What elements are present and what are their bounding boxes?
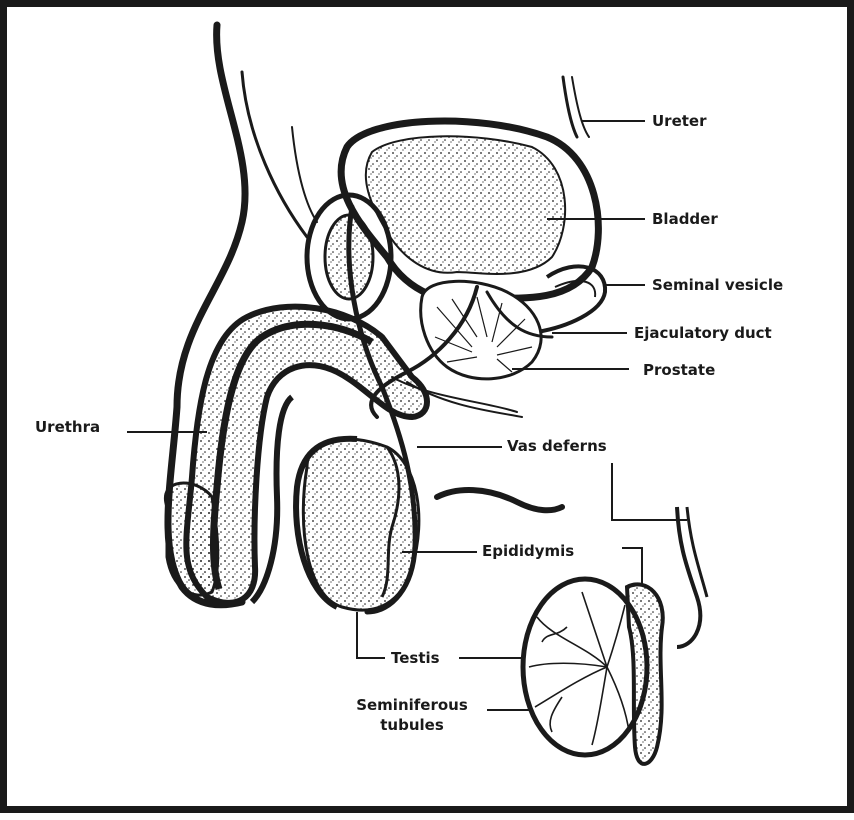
label-bladder: Bladder bbox=[652, 210, 718, 228]
label-seminiferous-tubules: Seminiferous tubules bbox=[342, 695, 482, 735]
label-seminal-vesicle: Seminal vesicle bbox=[652, 276, 783, 294]
label-seminiferous-line2: tubules bbox=[380, 716, 444, 734]
label-epididymis: Epididymis bbox=[482, 542, 574, 560]
label-testis: Testis bbox=[391, 649, 440, 667]
label-ejaculatory-duct: Ejaculatory duct bbox=[634, 324, 772, 342]
leader-epididymis-right bbox=[622, 548, 642, 584]
leader-testis bbox=[357, 612, 385, 658]
seminal-vesicle-shape bbox=[537, 266, 605, 332]
label-vas-deferens: Vas deferns bbox=[507, 437, 607, 455]
label-ureter: Ureter bbox=[652, 112, 707, 130]
label-urethra: Urethra bbox=[35, 418, 100, 436]
testis-shape bbox=[296, 439, 419, 610]
label-prostate: Prostate bbox=[643, 361, 715, 379]
label-seminiferous-line1: Seminiferous bbox=[356, 696, 468, 714]
bladder-shape bbox=[341, 121, 598, 300]
